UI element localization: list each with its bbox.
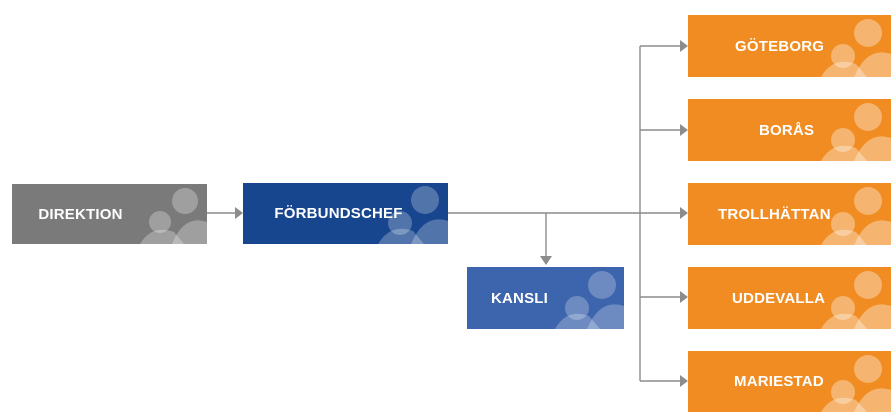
- arrowhead-icon: [680, 291, 688, 303]
- node-label: TROLLHÄTTAN: [718, 205, 831, 223]
- node-label: BORÅS: [759, 121, 815, 139]
- node-forbundschef: FÖRBUNDSCHEF: [243, 183, 448, 244]
- node-direktion: DIREKTION: [12, 184, 207, 244]
- arrowhead-icon: [680, 375, 688, 387]
- people-group-icon: [821, 355, 891, 412]
- people-group-icon: [140, 188, 207, 244]
- people-group-icon: [378, 186, 448, 244]
- people-group-icon: [821, 271, 891, 329]
- node-trollhattan: TROLLHÄTTAN: [688, 183, 891, 245]
- arrowhead-icon: [540, 256, 552, 265]
- people-group-icon: [821, 19, 891, 77]
- node-label: FÖRBUNDSCHEF: [274, 205, 403, 222]
- node-label: DIREKTION: [38, 205, 123, 223]
- arrowhead-icon: [680, 40, 688, 52]
- people-group-icon: [821, 187, 891, 245]
- node-label: MARIESTAD: [734, 373, 824, 390]
- node-label: UDDEVALLA: [732, 289, 826, 307]
- node-label: KANSLI: [490, 289, 549, 307]
- arrowhead-icon: [680, 124, 688, 136]
- arrowhead-icon: [680, 207, 688, 219]
- node-boras: BORÅS: [688, 99, 891, 161]
- people-group-icon: [821, 103, 891, 161]
- people-group-icon: [555, 271, 624, 329]
- node-goteborg: GÖTEBORG: [688, 15, 891, 77]
- node-uddevalla: UDDEVALLA: [688, 267, 891, 329]
- node-kansli: KANSLI: [467, 267, 624, 329]
- arrowhead-icon: [235, 207, 243, 219]
- node-mariestad: MARIESTAD: [688, 351, 891, 412]
- node-label: GÖTEBORG: [735, 37, 825, 55]
